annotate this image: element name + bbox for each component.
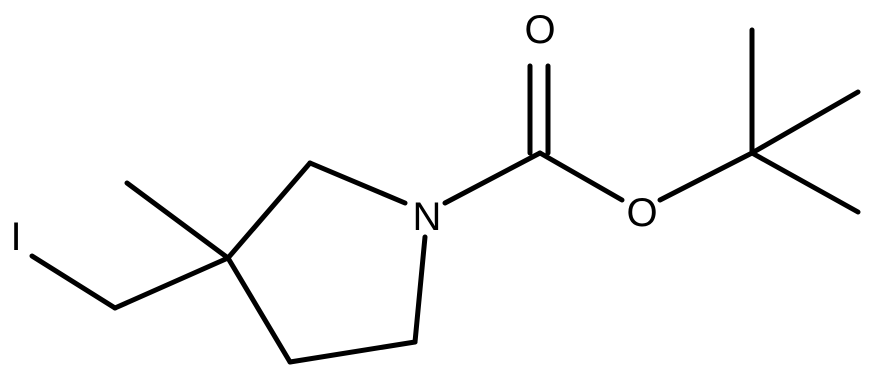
atom-label-iodine: I (10, 215, 21, 259)
atom-label-carbonyl-oxygen: O (524, 8, 555, 52)
atom-label-ester-oxygen: O (626, 191, 657, 235)
bond-ring-c2-n1 (307, 160, 408, 206)
atom-label-nitrogen: N (413, 195, 442, 239)
bond-n1-carbonyl-carbon (442, 150, 543, 206)
bond-ester-oxygen-tert-carbon (657, 150, 755, 203)
bond-ring-n1-c5 (412, 234, 428, 345)
bond-ch2-quaternary-carbon (112, 255, 231, 311)
bond-ring-c5-c4 (287, 339, 418, 365)
bond-methyl (124, 180, 231, 261)
bond-ring-c3-c2 (225, 160, 313, 261)
bond-tbu-methyl-upper-right (749, 89, 861, 156)
bond-carbonyl-carbon-ester-oxygen (537, 150, 625, 203)
bond-ring-c4-c3 (225, 255, 293, 365)
bond-tbu-methyl-lower-right (749, 150, 861, 215)
bond-iodine-ch2 (29, 253, 118, 311)
